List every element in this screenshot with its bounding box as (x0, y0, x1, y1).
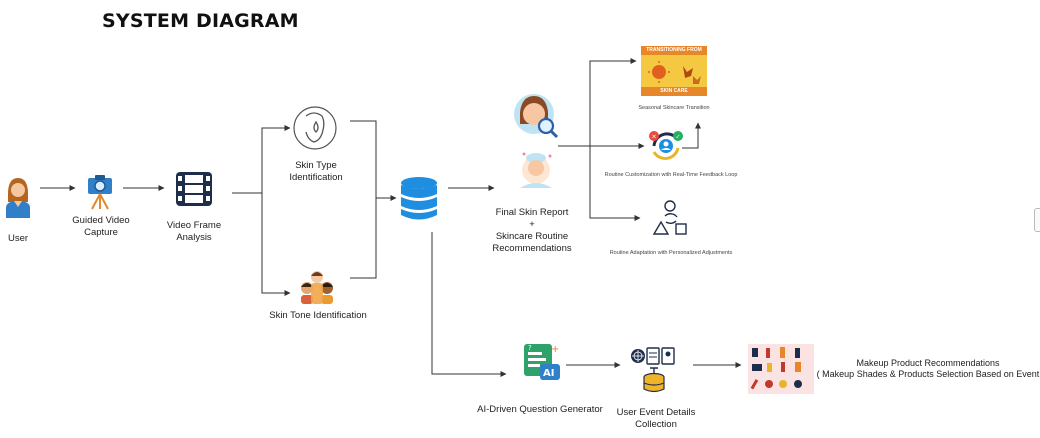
report-label-line-2: + (529, 219, 535, 230)
user-label: User (7, 233, 29, 244)
database-icon (401, 177, 437, 220)
makeup-node (748, 344, 814, 394)
page-edge-handle (1034, 208, 1040, 232)
makeup-label-line-1: Makeup Product Recommendations (856, 358, 1000, 368)
line-skin-type-to-db (350, 120, 397, 201)
report-label-line-4: Recommendations (492, 243, 572, 254)
adaptation-label: Routine Adaptation with Personalized Adj… (609, 250, 733, 256)
makeup-label-line-2: ( Makeup Shades & Products Selection Bas… (816, 369, 1040, 379)
skin-tone-node (298, 268, 336, 304)
arrow-frames-split-low (261, 193, 291, 296)
svg-text:+: + (551, 344, 559, 355)
svg-text:?: ? (528, 344, 532, 352)
skin-tone-people-icon (301, 271, 333, 304)
frames-label-line-2: Analysis (176, 232, 212, 243)
skin-type-label-line-1: Skin Type (295, 160, 337, 171)
report-label: Final Skin Report + Skincare Routine Rec… (480, 207, 584, 255)
event-data-icon (631, 347, 675, 393)
frames-label: Video Frame Analysis (158, 220, 230, 244)
makeup-label: Makeup Product Recommendations ( Makeup … (806, 358, 1040, 380)
event-details-label-line-1: User Event Details (616, 407, 696, 418)
sun-leaves-banner-icon (641, 46, 707, 96)
shapes-cycle-icon (652, 200, 687, 235)
line-skin-tone-to-db (350, 198, 377, 279)
report-label-line-3: Skincare Routine (495, 231, 569, 242)
makeup-products-grid-icon (750, 347, 802, 390)
feedback-up-arrow (682, 122, 701, 149)
arrow-to-adaptation (589, 146, 641, 221)
seasonal-label: Seasonal Skincare Transition (638, 105, 710, 111)
film-frames-icon (176, 172, 212, 206)
capture-label-line-1: Guided Video (72, 215, 130, 226)
skin-tone-label: Skin Tone Identification (269, 310, 367, 321)
event-details-node (630, 346, 678, 394)
ai-question-label: AI-Driven Question Generator (477, 404, 603, 415)
user-node (4, 174, 32, 218)
seasonal-banner-bottom: SKIN CARE (660, 88, 688, 94)
svg-text:✕: ✕ (652, 134, 657, 141)
line-db-down (431, 232, 507, 377)
camera-tripod-icon (88, 175, 112, 210)
capture-label-line-2: Capture (84, 227, 118, 238)
feedback-label: Routine Customization with Real-Time Fee… (604, 172, 738, 178)
capture-label: Guided Video Capture (66, 215, 136, 239)
svg-text:AI: AI (543, 368, 554, 379)
seasonal-node: TRANSITIONING FROM SKIN CARE (641, 46, 707, 96)
feedback-node: ✕ ✓ (648, 126, 684, 166)
event-details-label-line-2: Collection (635, 419, 677, 430)
ai-question-icon: ? AI + (524, 344, 560, 380)
face-droplet-icon (293, 106, 337, 150)
database-node (400, 176, 438, 222)
frames-node (176, 172, 212, 206)
feedback-loop-icon: ✕ ✓ (649, 131, 683, 160)
event-details-label: User Event Details Collection (612, 407, 700, 431)
svg-text:✓: ✓ (676, 134, 681, 141)
ai-question-node: ? AI + (522, 342, 562, 382)
report-label-line-1: Final Skin Report (495, 207, 569, 218)
frames-label-line-1: Video Frame (166, 220, 222, 231)
diagram-title: SYSTEM DIAGRAM (102, 10, 299, 32)
line-report-branches (558, 58, 637, 147)
capture-node (86, 174, 114, 210)
user-avatar-icon (6, 178, 30, 218)
report-node (512, 92, 560, 190)
seasonal-banner-top: TRANSITIONING FROM (646, 47, 702, 53)
skin-type-node (292, 106, 338, 150)
skin-analysis-face-icon (514, 94, 559, 188)
skin-type-label: Skin Type Identification (276, 160, 356, 184)
adaptation-node (652, 200, 688, 238)
arrow-frames-split (232, 125, 291, 194)
skin-type-label-line-2: Identification (289, 172, 343, 183)
